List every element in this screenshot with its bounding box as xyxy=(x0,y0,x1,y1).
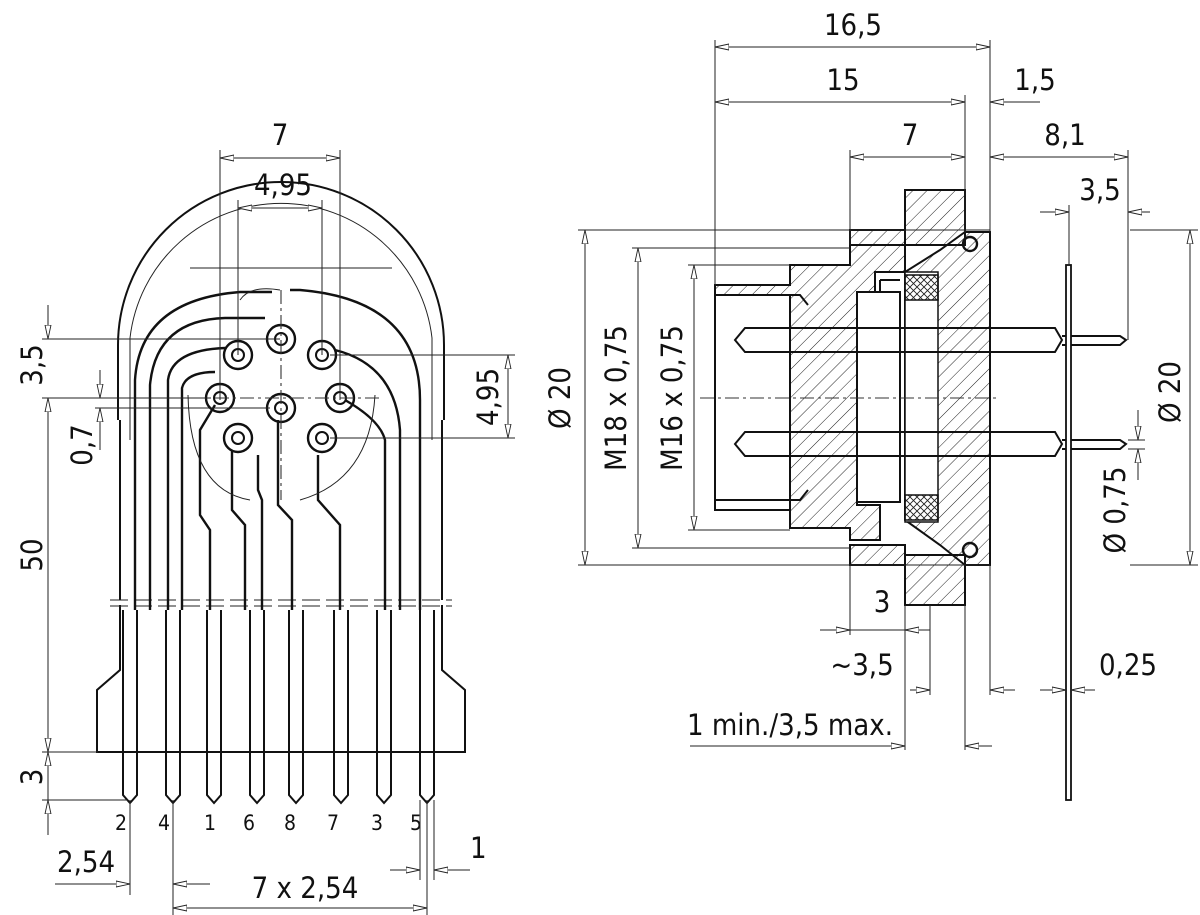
side-pin-upper xyxy=(733,327,1064,353)
front-housing-outline xyxy=(96,181,466,753)
dim-plate-thickness: 0,25 xyxy=(1099,648,1157,682)
dim-flange-thickness: 1,5 xyxy=(1014,63,1055,97)
dim-body-height: 50 xyxy=(15,538,49,571)
front-view: 2 4 1 6 8 7 3 5 xyxy=(15,118,515,915)
dim-pin-extension: 3 xyxy=(15,769,49,786)
dim-panel-thickness: 1 min./3,5 max. xyxy=(687,708,893,742)
dim-thread-length: 7 xyxy=(902,118,919,152)
dim-pin-diameter: Ø 0,75 xyxy=(1098,467,1132,554)
pin-number: 4 xyxy=(158,811,170,835)
dim-pin-protrusion: 8,1 xyxy=(1044,118,1085,152)
dim-top-width: 7 xyxy=(272,118,289,152)
pin-number-labels: 2 4 1 6 8 7 3 5 xyxy=(115,811,422,835)
side-pin-lower xyxy=(733,431,1064,457)
pin-number: 3 xyxy=(371,811,383,835)
contact-insert xyxy=(856,291,901,503)
dim-thread-outer: M18 x 0,75 xyxy=(599,325,633,471)
dim-right-diameter: Ø 20 xyxy=(1153,361,1187,423)
front-pins xyxy=(122,610,435,805)
contact-ring xyxy=(222,422,254,454)
pin-number: 6 xyxy=(243,811,255,835)
dim-side-offset-top: 3,5 xyxy=(15,344,49,385)
dim-right-pitch-height: 4,95 xyxy=(471,368,505,426)
pin-number: 1 xyxy=(204,811,216,835)
dim-pin-tail: 3,5 xyxy=(1079,173,1120,207)
connector-socket-cavity xyxy=(714,294,791,511)
dim-outer-diameter: Ø 20 xyxy=(543,367,577,429)
front-traces xyxy=(133,288,422,610)
pin-number: 7 xyxy=(327,811,339,835)
pin-number: 8 xyxy=(284,811,296,835)
dim-thread-inner: M16 x 0,75 xyxy=(655,325,689,471)
side-dimension-lines xyxy=(578,40,1198,750)
dim-pin-circle-width: 4,95 xyxy=(254,168,312,202)
side-view: 16,5 15 1,5 7 8,1 3,5 Ø 20 M18 x 0,75 M1… xyxy=(543,8,1198,801)
dim-left-pitch: 2,54 xyxy=(57,845,115,879)
dim-overall-length: 16,5 xyxy=(824,8,882,42)
dim-total-pitch: 7 x 2,54 xyxy=(252,871,359,905)
dim-approx-depth: ~3,5 xyxy=(830,648,893,682)
pin-number: 2 xyxy=(115,811,127,835)
dim-side-offset-small: 0,7 xyxy=(65,424,99,465)
dim-pin-width: 1 xyxy=(470,831,487,865)
pin-number: 5 xyxy=(410,811,422,835)
front-contacts xyxy=(204,323,356,454)
panel-lower xyxy=(904,554,966,606)
pcb-plate xyxy=(1065,264,1072,801)
front-dimension-lines xyxy=(42,150,515,915)
panel-upper xyxy=(904,189,966,246)
dim-panel-gap: 3 xyxy=(874,585,891,619)
dim-main-length: 15 xyxy=(826,63,859,97)
